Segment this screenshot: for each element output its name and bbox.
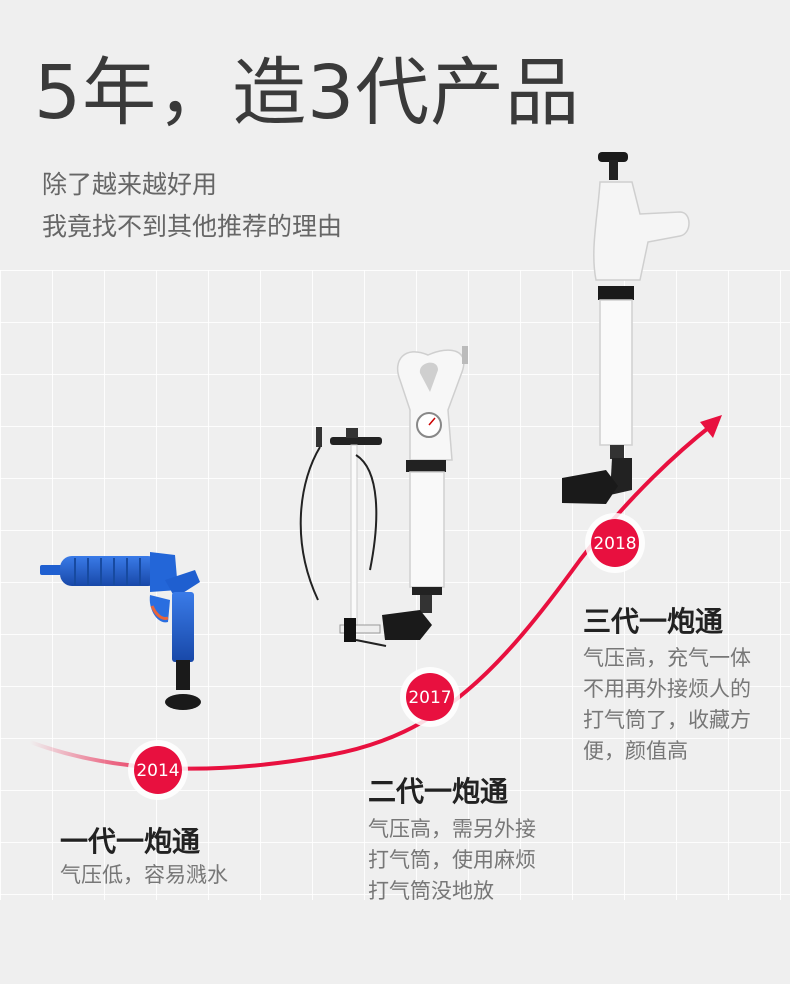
gen2-desc-line: 气压高，需另外接 bbox=[368, 817, 536, 841]
gen2-description: 气压高，需另外接 打气筒，使用麻烦 打气筒没地放 bbox=[368, 814, 536, 907]
bicycle-pump-icon bbox=[299, 427, 387, 647]
year-badge-2014: 2014 bbox=[128, 740, 188, 800]
blue-plunger-gun-icon bbox=[40, 552, 201, 710]
gen3-desc-line: 气压高，充气一体 bbox=[583, 646, 751, 670]
gen3-desc-line: 不用再外接烦人的 bbox=[583, 677, 751, 701]
growth-arrow-head-icon bbox=[700, 415, 722, 438]
year-badge-2017: 2017 bbox=[400, 667, 460, 727]
white-plunger-with-pump-icon bbox=[382, 346, 468, 640]
subtitle-line-2: 我竟找不到其他推荐的理由 bbox=[42, 212, 343, 241]
svg-text:2018: 2018 bbox=[593, 534, 636, 554]
gen2-desc-line: 打气筒，使用麻烦 bbox=[368, 848, 536, 872]
gen1-desc-line: 气压低，容易溅水 bbox=[60, 863, 228, 887]
gen3-title: 三代一炮通 bbox=[583, 605, 724, 638]
gen3-desc-line: 打气筒了，收藏方 bbox=[583, 708, 751, 732]
gen1-title: 一代一炮通 bbox=[60, 825, 201, 858]
gen3-desc-line: 便，颜值高 bbox=[583, 739, 688, 763]
gen1-description: 气压低，容易溅水 bbox=[60, 860, 228, 891]
svg-text:2017: 2017 bbox=[408, 688, 451, 708]
white-integrated-plunger-icon bbox=[562, 152, 690, 504]
subtitle-line-1: 除了越来越好用 bbox=[42, 170, 218, 199]
gen3-description: 气压高，充气一体 不用再外接烦人的 打气筒了，收藏方 便，颜值高 bbox=[583, 643, 751, 767]
year-badge-2018: 2018 bbox=[585, 513, 645, 573]
gen2-desc-line: 打气筒没地放 bbox=[368, 879, 494, 903]
svg-text:2014: 2014 bbox=[136, 761, 179, 781]
gen2-title: 二代一炮通 bbox=[368, 775, 509, 808]
page-title: 5年，造3代产品 bbox=[34, 50, 581, 136]
